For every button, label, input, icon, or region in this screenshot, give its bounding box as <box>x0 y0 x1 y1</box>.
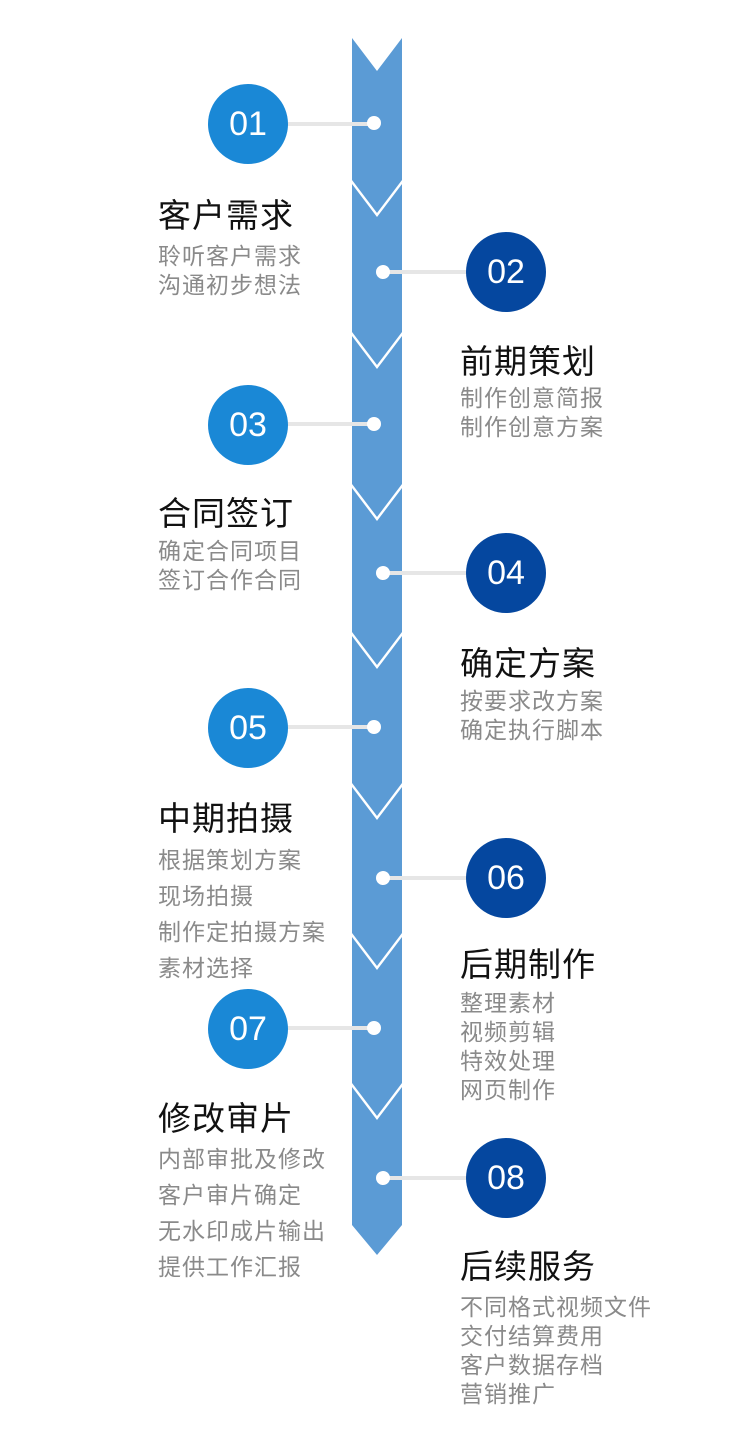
step-title: 前期策划 <box>460 342 596 381</box>
step-detail-line: 签订合作合同 <box>158 568 302 594</box>
step-connector <box>250 122 376 126</box>
step-number-badge: 01 <box>208 84 288 164</box>
step-detail-line: 不同格式视频文件 <box>460 1295 652 1321</box>
step-title: 合同签订 <box>158 494 294 533</box>
timeline-node <box>367 720 381 734</box>
step-connector <box>382 876 508 880</box>
step-detail-line: 交付结算费用 <box>460 1324 604 1350</box>
timeline-node <box>367 417 381 431</box>
step-details: 确定合同项目 签订合作合同 <box>158 538 302 596</box>
step-detail-line: 制作定拍摄方案 <box>158 920 326 946</box>
step-details: 按要求改方案 确定执行脚本 <box>460 688 604 746</box>
step-detail-line: 现场拍摄 <box>158 884 254 910</box>
step-connector <box>382 1176 508 1180</box>
step-connector <box>250 422 376 426</box>
step-connector <box>382 270 508 274</box>
step-detail-line: 视频剪辑 <box>460 1020 556 1046</box>
step-number-badge: 03 <box>208 385 288 465</box>
step-details: 聆听客户需求 沟通初步想法 <box>158 243 302 301</box>
timeline-node <box>376 871 390 885</box>
step-details: 不同格式视频文件 交付结算费用 客户数据存档 营销推广 <box>460 1294 652 1410</box>
step-title: 客户需求 <box>158 196 294 235</box>
step-connector <box>250 725 376 729</box>
step-title: 后期制作 <box>460 945 596 984</box>
step-connector <box>250 1026 376 1030</box>
step-number-badge: 04 <box>466 533 546 613</box>
step-detail-line: 提供工作汇报 <box>158 1255 302 1281</box>
step-detail-line: 网页制作 <box>460 1078 556 1104</box>
step-details: 内部审批及修改 客户审片确定 无水印成片输出 提供工作汇报 <box>158 1142 326 1286</box>
step-detail-line: 素材选择 <box>158 956 254 982</box>
step-detail-line: 确定合同项目 <box>158 539 302 565</box>
step-title: 修改审片 <box>158 1099 294 1138</box>
spine-chevron-segment <box>352 1087 402 1255</box>
step-detail-line: 制作创意简报 <box>460 386 604 412</box>
step-title: 中期拍摄 <box>158 799 294 838</box>
timeline-node <box>367 116 381 130</box>
step-details: 整理素材 视频剪辑 特效处理 网页制作 <box>460 990 556 1106</box>
timeline-node <box>376 566 390 580</box>
step-detail-line: 特效处理 <box>460 1049 556 1075</box>
timeline-node <box>376 265 390 279</box>
step-detail-line: 确定执行脚本 <box>460 718 604 744</box>
step-detail-line: 按要求改方案 <box>460 689 604 715</box>
timeline-node <box>376 1171 390 1185</box>
step-detail-line: 根据策划方案 <box>158 848 302 874</box>
step-detail-line: 客户数据存档 <box>460 1353 604 1379</box>
step-detail-line: 制作创意方案 <box>460 415 604 441</box>
step-detail-line: 整理素材 <box>460 991 556 1017</box>
step-title: 确定方案 <box>460 644 596 683</box>
step-number-badge: 06 <box>466 838 546 918</box>
step-number-badge: 07 <box>208 989 288 1069</box>
step-connector <box>382 571 508 575</box>
step-detail-line: 营销推广 <box>460 1382 556 1408</box>
step-detail-line: 沟通初步想法 <box>158 273 302 299</box>
step-detail-line: 无水印成片输出 <box>158 1219 326 1245</box>
step-number-badge: 05 <box>208 688 288 768</box>
step-number-badge: 02 <box>466 232 546 312</box>
step-title: 后续服务 <box>460 1247 596 1286</box>
step-number-badge: 08 <box>466 1138 546 1218</box>
timeline-node <box>367 1021 381 1035</box>
step-details: 根据策划方案 现场拍摄 制作定拍摄方案 素材选择 <box>158 843 326 987</box>
step-detail-line: 内部审批及修改 <box>158 1147 326 1173</box>
step-detail-line: 客户审片确定 <box>158 1183 302 1209</box>
step-detail-line: 聆听客户需求 <box>158 244 302 270</box>
step-details: 制作创意简报 制作创意方案 <box>460 385 604 443</box>
